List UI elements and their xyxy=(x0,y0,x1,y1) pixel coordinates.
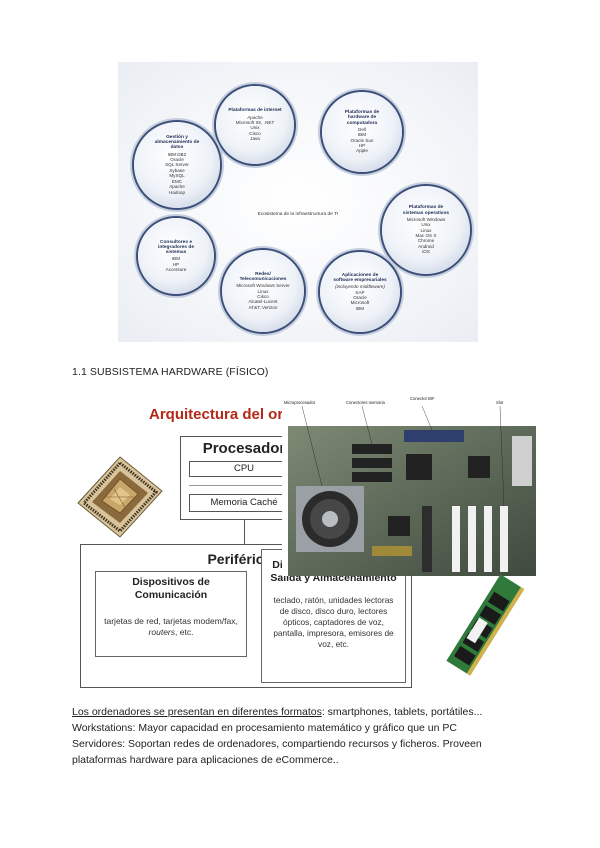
bubble-item: Cisco xyxy=(257,294,269,299)
bubble-enterprise-software: Aplicaciones de software empresariales (… xyxy=(320,252,400,332)
text-line: plataformas hardware para aplicaciones d… xyxy=(72,754,339,766)
bubble-item: Microsoft xyxy=(350,300,370,306)
bubble-item: Linux xyxy=(420,227,432,233)
board-label: Slot xyxy=(496,400,504,405)
body-paragraph: Los ordenadores se presentan en diferent… xyxy=(72,704,542,768)
computer-architecture-figure: Arquitectura del ordenador Procesador CP… xyxy=(64,396,539,691)
bubble-os-platforms: Plataformas de sistemas operativos Micro… xyxy=(382,186,470,274)
bubble-item: Accenture xyxy=(165,267,187,272)
comm-text-part: , etc. xyxy=(175,627,194,637)
bubble-title: Redes/ Telecomunicaciones xyxy=(239,271,287,282)
bubble-item: iOS xyxy=(422,249,430,255)
bubble-item: Apache xyxy=(169,184,185,190)
communication-devices-text: tarjetas de red, tarjetas modem/fax, rou… xyxy=(96,616,246,638)
bubble-networks-telecom: Redes/ Telecomunicaciones Microsoft Wind… xyxy=(222,250,304,332)
text-line: Servidores: Soportan redes de ordenadore… xyxy=(72,738,482,750)
bubble-item: Java xyxy=(250,136,260,142)
bubble-item: Oracle xyxy=(353,295,367,300)
bubble-item: SAP xyxy=(355,289,365,295)
bubble-item: Oracle xyxy=(170,157,184,163)
bubble-item: Apache xyxy=(247,114,263,120)
bubble-item: HP xyxy=(172,261,180,267)
comm-text-italic: routers xyxy=(148,627,176,637)
communication-devices-title: Dispositivos de Comunicación xyxy=(132,576,210,601)
divider xyxy=(189,485,299,486)
communication-devices-box: Dispositivos de Comunicación tarjetas de… xyxy=(95,571,247,657)
diagram-center-label: Ecosistema de la infraestructura de TI xyxy=(257,212,339,217)
cpu-box: CPU xyxy=(189,461,299,477)
bubble-item: Microsoft IIS, .NET xyxy=(235,119,275,125)
bubble-item: Unix xyxy=(250,125,260,131)
bubble-subtitle: (incluyendo middleware) xyxy=(335,284,385,290)
bubble-item: IBM xyxy=(357,132,367,138)
bubble-hardware-platforms: Plataformas de hardware de computadora D… xyxy=(322,92,402,172)
it-ecosystem-diagram: Plataformas de internet Apache Microsoft… xyxy=(118,62,478,342)
bubble-item: Mac OS X xyxy=(415,233,437,238)
text-line: Los ordenadores se presentan en diferent… xyxy=(72,704,542,720)
board-label: Conector BIF xyxy=(410,396,435,401)
bubble-item: HP xyxy=(358,143,366,148)
bubble-item: IBM xyxy=(171,256,181,262)
bubble-item: AT&T, Verizon xyxy=(248,304,278,310)
bubble-item: Android xyxy=(418,243,434,249)
bubble-item: Microsoft Windows Server xyxy=(236,283,290,289)
bubble-internet-platforms: Plataformas de internet Apache Microsoft… xyxy=(216,86,294,164)
motherboard-image: Microprocesador Conectores memoria Conec… xyxy=(282,396,536,576)
text-fragment: : smartphones, tablets, portátiles... xyxy=(321,706,483,718)
bubble-title: Consultores e integradores de sistemas xyxy=(158,239,194,255)
cpu-chip-image xyxy=(77,456,163,538)
bubble-item: Unix xyxy=(421,222,431,228)
processor-title: Procesador xyxy=(202,440,286,457)
bubble-item: Cisco xyxy=(249,130,261,136)
bubble-item: IBM DB2 xyxy=(167,151,187,157)
bubble-item: Hadoop xyxy=(168,189,186,195)
text-line: Workstations: Mayor capacidad en procesa… xyxy=(72,722,457,734)
bubble-item: IBM xyxy=(355,305,365,311)
bubble-title: Aplicaciones de software empresariales xyxy=(333,272,387,283)
ram-module-image xyxy=(446,574,525,676)
bubble-consultants-integrators: Consultores e integradores de sistemas I… xyxy=(138,218,214,294)
bubble-item: Chrome xyxy=(417,238,435,244)
bubble-item: SQL Server xyxy=(165,162,189,168)
bubble-item: Apple xyxy=(356,148,368,154)
underlined-phrase: Los ordenadores se presentan en diferent… xyxy=(72,706,322,718)
bubble-data-management: Gestión y almacenamiento de datos IBM DB… xyxy=(134,122,220,208)
section-heading: 1.1 SUBSISTEMA HARDWARE (FÍSICO) xyxy=(72,366,269,378)
board-label: Microprocesador xyxy=(284,400,316,405)
bubble-item: Linux xyxy=(257,288,269,294)
bubble-title: Plataformas de sistemas operativos xyxy=(402,205,450,216)
bubble-title: Plataformas de hardware de computadora xyxy=(344,110,380,126)
bubble-item: Sybase xyxy=(169,167,185,173)
bubble-item: MySQL xyxy=(169,173,185,179)
bubble-title: Gestión y almacenamiento de datos xyxy=(154,135,200,151)
bubble-item: Alcatel-Lucent xyxy=(248,299,278,305)
bubble-item: Dell xyxy=(358,126,366,132)
bubble-item: Oracle Sun xyxy=(350,137,374,143)
bubble-item: EMC xyxy=(171,178,183,184)
io-storage-devices-text: teclado, ratón, unidades lectoras de dis… xyxy=(273,595,394,649)
connector-line xyxy=(244,520,245,544)
bubble-title: Plataformas de internet xyxy=(228,108,282,114)
bubble-item: Microsoft Windows xyxy=(406,216,446,222)
board-label: Conectores memoria xyxy=(346,400,386,405)
comm-text-part: tarjetas de red, tarjetas modem/fax, xyxy=(104,616,238,626)
